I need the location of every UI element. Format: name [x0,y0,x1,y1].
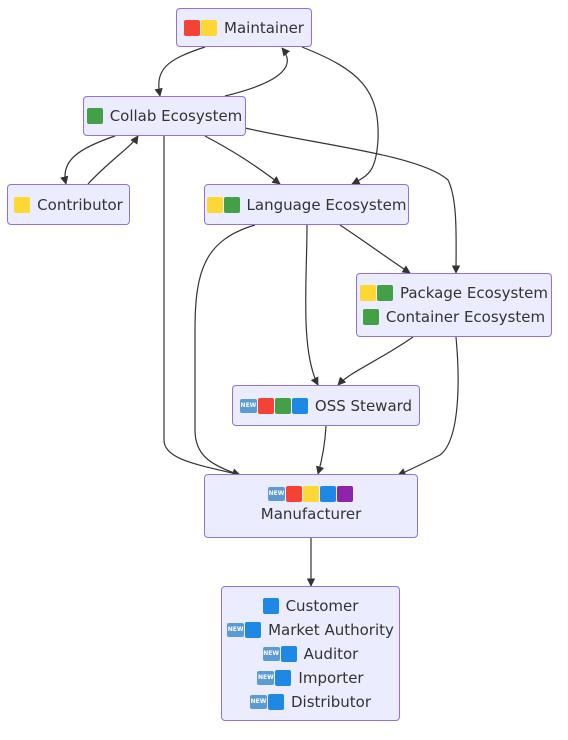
edge-language-manufacturer [194,224,256,477]
blue-square-icon [291,397,308,414]
node-label: Manufacturer [260,505,362,523]
yellow-square-icon [14,196,31,213]
green-square-icon [376,285,393,301]
node-maintainer[interactable]: Maintainer [176,8,312,47]
node-label: Language Ecosystem [246,195,407,214]
blue-square-icon [320,486,336,502]
node-label: Auditor [303,644,359,663]
node-oss-steward[interactable]: NEW OSS Steward [232,385,420,426]
node-contributor[interactable]: Contributor [7,184,130,225]
node-icons: NEW [239,397,309,414]
yellow-square-icon [359,285,376,301]
node-icons: NEW [249,693,285,710]
node-collab-ecosystem[interactable]: Collab Ecosystem [83,96,246,136]
node-language-ecosystem[interactable]: Language Ecosystem [204,184,409,225]
edge-language-oss [305,224,319,386]
node-icons: NEW [268,486,354,502]
new-badge-icon: NEW [268,487,285,501]
node-label: Contributor [37,195,123,214]
node-icons [359,285,394,301]
purple-square-icon [337,486,353,502]
edge-collab-manufacturer [163,136,241,478]
node-icons [184,19,218,36]
node-label: Package Ecosystem [399,284,549,302]
edge-collab-language [204,135,281,185]
node-icons [362,309,380,325]
green-square-icon [86,108,103,124]
node-icons: NEW [257,669,292,686]
blue-square-icon [280,645,297,662]
edge-collab-contributor [60,135,116,185]
new-badge-icon: NEW [257,670,275,685]
node-label: Importer [298,668,364,687]
node-icons [262,597,280,614]
yellow-square-icon [206,196,223,213]
blue-square-icon [262,597,279,614]
new-badge-icon: NEW [249,694,267,709]
red-square-icon [286,486,302,502]
red-square-icon [184,19,201,36]
node-label: Container Ecosystem [385,308,546,326]
yellow-square-icon [303,486,319,502]
node-label: Market Authority [268,620,394,639]
edge-package-manufacturer [397,336,459,476]
node-label: Collab Ecosystem [109,107,243,125]
edge-contributor-collab [87,135,139,185]
edge-maintainer-language [301,46,379,185]
node-icons: NEW [262,645,298,662]
edge-package-oss [337,336,414,386]
edge-maintainer-collab [154,46,206,97]
node-package-container-ecosystem[interactable]: Package Ecosystem Container Ecosystem [356,273,552,337]
red-square-icon [257,397,274,414]
node-icons [86,108,104,124]
edge-oss-manufacturer [316,425,327,475]
yellow-square-icon [201,19,218,36]
green-square-icon [362,309,379,325]
node-icons [14,196,31,213]
edge-collab-package [244,127,461,274]
new-badge-icon: NEW [239,398,257,413]
node-label: Customer [285,596,359,615]
blue-square-icon [267,693,284,710]
node-label: OSS Steward [314,396,413,415]
node-icons: NEW [227,621,262,638]
green-square-icon [223,196,240,213]
edge-collab-maintainer [224,47,291,97]
blue-square-icon [245,621,262,638]
new-badge-icon: NEW [227,622,245,637]
node-label: Maintainer [224,18,304,37]
blue-square-icon [275,669,292,686]
node-label: Distributor [290,692,371,711]
node-icons [206,196,241,213]
green-square-icon [274,397,291,414]
new-badge-icon: NEW [262,646,280,661]
node-manufacturer[interactable]: NEW Manufacturer [204,474,418,538]
edge-language-package [339,224,411,274]
